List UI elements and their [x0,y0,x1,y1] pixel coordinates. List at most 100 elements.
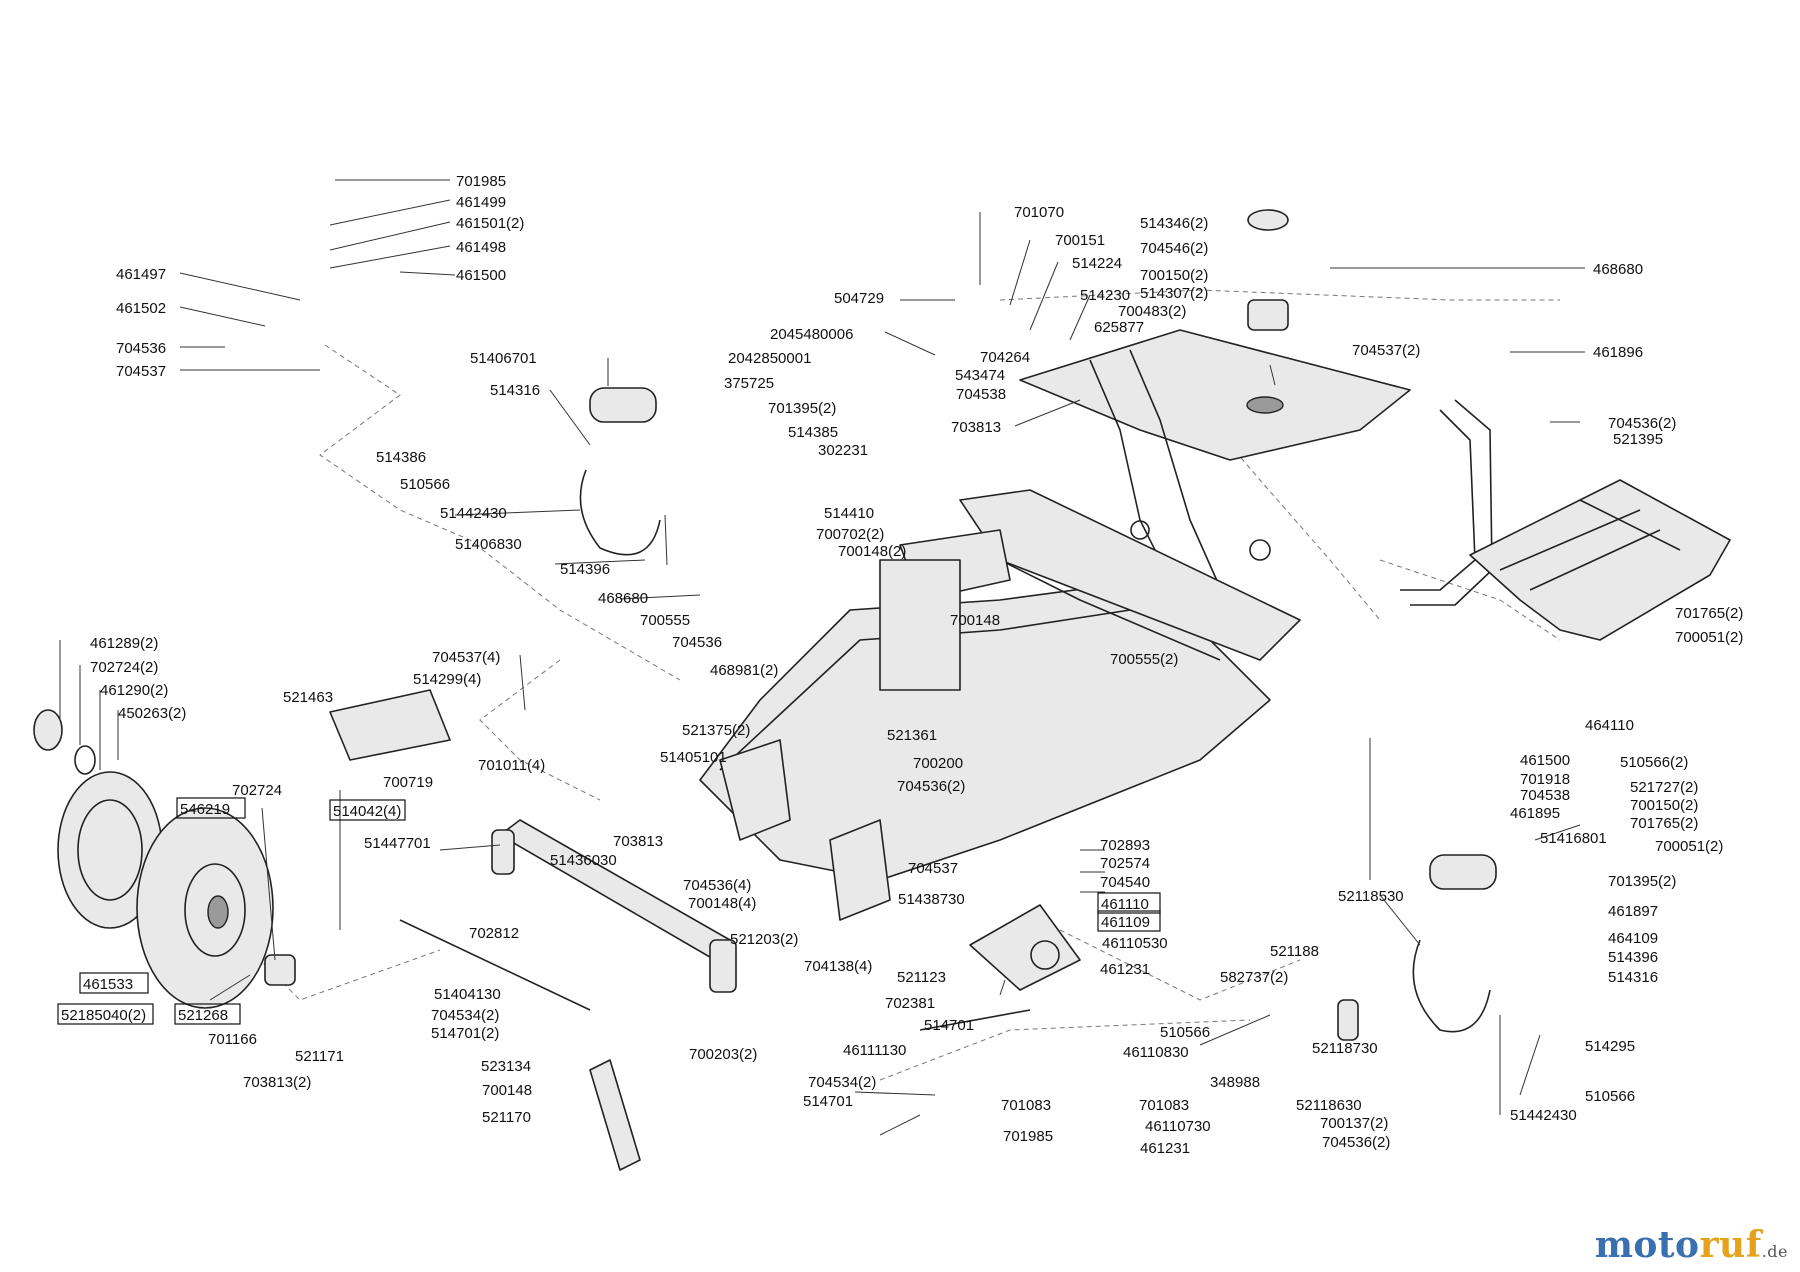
part-label: 704264 [980,349,1030,366]
part-label: 461231 [1100,961,1150,978]
part-label: 703813 [951,419,1001,436]
part-label: 701765(2) [1675,605,1743,622]
part-label: 468680 [1593,261,1643,278]
part-label: 51406701 [470,350,537,367]
part-label: 51438730 [898,891,965,908]
part-label: 700148(2) [838,543,906,560]
part-label: 704536 [672,634,722,651]
part-label: 701395(2) [1608,873,1676,890]
part-label: 52118630 [1296,1097,1362,1114]
part-label: 704534(2) [808,1074,876,1091]
part-label: 514346(2) [1140,215,1208,232]
part-label: 521375(2) [682,722,750,739]
part-label: 543474 [955,367,1005,384]
part-label: 523134 [481,1058,531,1075]
part-label: 450263(2) [118,705,186,722]
part-label: 700051(2) [1655,838,1723,855]
part-label: 700203(2) [689,1046,757,1063]
part-label: 51442430 [1510,1107,1577,1124]
part-label: 701765(2) [1630,815,1698,832]
part-label: 510566 [1585,1088,1635,1105]
part-label: 514299(4) [413,671,481,688]
part-label: 468680 [598,590,648,607]
part-label: 704138(4) [804,958,872,975]
part-label: 521171 [295,1048,344,1065]
part-label: 514396 [560,561,610,578]
part-label: 464110 [1585,717,1634,734]
part-label: 521188 [1270,943,1319,960]
part-label: 52118530 [1338,888,1404,905]
part-label: 521123 [897,969,946,986]
part-label: 702381 [885,995,935,1012]
part-label: 521463 [283,689,333,706]
part-label: 461500 [1520,752,1570,769]
part-label: 461896 [1593,344,1643,361]
part-label: 700051(2) [1675,629,1743,646]
part-label: 702724(2) [90,659,158,676]
part-label: 700702(2) [816,526,884,543]
part-label: 514316 [1608,969,1658,986]
boxed-labels [57,797,1161,1025]
part-label: 702893 [1100,837,1150,854]
part-label: 46110730 [1145,1118,1211,1135]
part-label: 704536 [116,340,166,357]
part-label: 510566 [1160,1024,1210,1041]
part-label: 704537 [116,363,166,380]
part-label: 700555(2) [1110,651,1178,668]
part-label: 582737(2) [1220,969,1288,986]
part-label: 701985 [456,173,506,190]
part-label: 514224 [1072,255,1122,272]
part-label: 700148 [482,1082,532,1099]
deck-plate [1469,479,1731,641]
part-label: 461895 [1510,805,1560,822]
part-label: 2045480006 [770,326,853,343]
part-label: 700148 [950,612,1000,629]
part-label: 461498 [456,239,506,256]
fuel-tank [1246,209,1289,414]
part-label: 704540 [1100,874,1150,891]
part-label: 51405101 [660,749,727,766]
part-label: 701083 [1001,1097,1051,1114]
pedals [579,387,1497,1041]
part-label: 46111130 [843,1042,906,1059]
part-label: 704536(2) [1608,415,1676,432]
part-label: 461501(2) [456,215,524,232]
part-label: 700151 [1055,232,1105,249]
part-label: 461290(2) [100,682,168,699]
part-label: 514316 [490,382,540,399]
part-label: 461499 [456,194,506,211]
part-label: 46110830 [1123,1044,1189,1061]
part-label: 468981(2) [710,662,778,679]
part-label: 504729 [834,290,884,307]
part-label: 51416801 [1540,830,1607,847]
part-label: 52118730 [1312,1040,1378,1057]
part-label: 375725 [724,375,774,392]
part-label: 700483(2) [1118,303,1186,320]
part-label: 704536(2) [897,778,965,795]
part-label: 514701(2) [431,1025,499,1042]
part-label: 701918 [1520,771,1570,788]
part-label: 464109 [1608,930,1658,947]
part-label: 700150(2) [1140,267,1208,284]
part-label: 703813(2) [243,1074,311,1091]
part-label: 514701 [803,1093,853,1110]
brand-name-part2: ruf [1699,1224,1762,1266]
part-label: 510566(2) [1620,754,1688,771]
part-label: 514386 [376,449,426,466]
part-label: 461110 [1101,896,1149,913]
part-label: 514295 [1585,1038,1635,1055]
part-label: 521395 [1613,431,1663,448]
part-label: 510566 [400,476,450,493]
brand-domain-suffix: .de [1761,1242,1788,1261]
part-label: 461502 [116,300,166,317]
part-label: 704537 [908,860,958,877]
part-label: 521170 [482,1109,531,1126]
part-label: 514307(2) [1140,285,1208,302]
part-label: 702574 [1100,855,1150,872]
part-label: 701985 [1003,1128,1053,1145]
part-label: 51447701 [364,835,431,852]
part-label: 700148(4) [688,895,756,912]
leader-lines [59,179,1585,1136]
part-label: 704537(4) [432,649,500,666]
